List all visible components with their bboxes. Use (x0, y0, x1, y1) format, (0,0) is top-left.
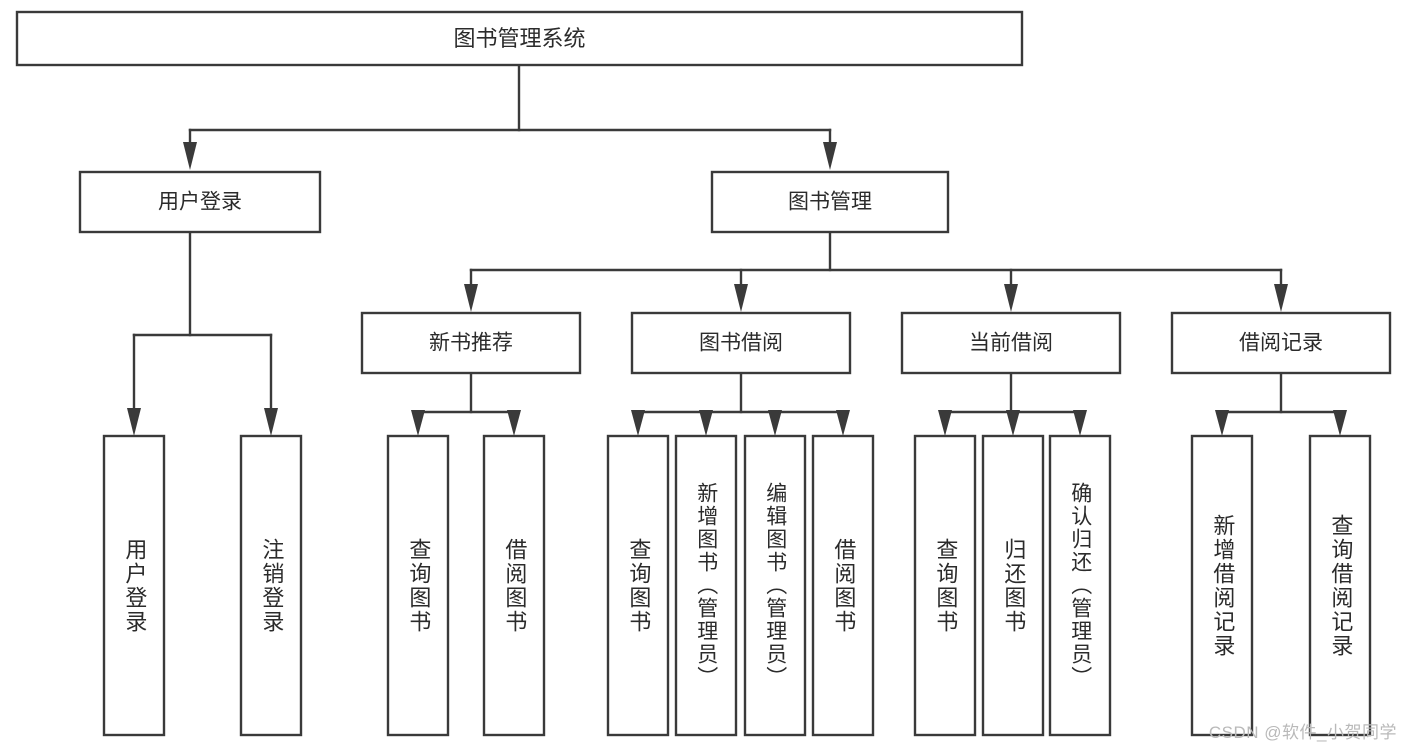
connector-group-book-borrow (631, 371, 850, 436)
arrow-cb-leaf-2 (1006, 410, 1020, 436)
connector-group-user-login (127, 230, 278, 436)
leaf-box-current-borrow-1[interactable] (913, 434, 977, 737)
arrow-cb-leaf-3 (1073, 410, 1087, 436)
arrow-to-borrow-record (1274, 284, 1288, 312)
node-book-manage-box[interactable] (710, 170, 950, 234)
arrow-user-login-leaf-2 (264, 408, 278, 436)
node-new-book-recommend-label: 新书推荐 (429, 332, 513, 355)
arrow-cb-leaf-1 (938, 410, 952, 436)
node-root-label: 图书管理系统 (453, 26, 585, 51)
leaf-box-book-borrow-1[interactable] (606, 434, 670, 737)
node-root[interactable]: 图书管理系统 (15, 10, 1024, 67)
node-new-book-recommend[interactable]: 新书推荐 (360, 311, 582, 375)
arrow-bb-leaf-1 (631, 410, 645, 436)
leaf-box-book-borrow-2[interactable] (674, 434, 738, 737)
arrow-to-current-borrow (1004, 284, 1018, 312)
connector-group-borrow-record (1215, 371, 1347, 436)
node-borrow-record-label: 借阅记录 (1239, 332, 1323, 355)
arrow-to-user-login (183, 142, 197, 170)
node-user-login[interactable]: 用户登录 (78, 170, 322, 234)
node-user-login-label: 用户登录 (158, 191, 242, 214)
connector-group-root (183, 63, 837, 170)
leaf-box-borrow-record-2[interactable] (1308, 434, 1372, 737)
arrow-to-book-borrow (734, 284, 748, 312)
arrow-bb-leaf-4 (836, 410, 850, 436)
leaf-box-book-borrow-3[interactable] (743, 434, 807, 737)
leaf-box-user-login-1[interactable] (102, 434, 166, 737)
arrow-bb-leaf-3 (768, 410, 782, 436)
node-book-borrow-box[interactable] (630, 311, 852, 375)
leaf-box-new-book-recommend-1[interactable] (386, 434, 450, 737)
node-borrow-record-box[interactable] (1170, 311, 1392, 375)
node-book-borrow[interactable]: 图书借阅 (630, 311, 852, 375)
node-current-borrow[interactable]: 当前借阅 (900, 311, 1122, 375)
node-book-manage[interactable]: 图书管理 (710, 170, 950, 234)
csdn-watermark: CSDN @软件_小贺同学 (1208, 723, 1397, 742)
arrow-br-leaf-1 (1215, 410, 1229, 436)
arrow-nbr-leaf-1 (411, 410, 425, 436)
arrow-nbr-leaf-2 (507, 410, 521, 436)
arrow-user-login-leaf-1 (127, 408, 141, 436)
node-current-borrow-label: 当前借阅 (969, 332, 1053, 355)
connector-group-new-book-recommend (411, 371, 521, 436)
node-current-borrow-box[interactable] (900, 311, 1122, 375)
leaf-box-borrow-record-1[interactable] (1190, 434, 1254, 737)
node-user-login-box[interactable] (78, 170, 322, 234)
connector-group-book-manage (464, 230, 1288, 312)
arrow-bb-leaf-2 (699, 410, 713, 436)
arrow-to-new-book-recommend (464, 284, 478, 312)
leaf-box-user-login-2[interactable] (239, 434, 303, 737)
leaf-box-current-borrow-3[interactable] (1048, 434, 1112, 737)
node-root-box[interactable] (15, 10, 1024, 67)
node-borrow-record[interactable]: 借阅记录 (1170, 311, 1392, 375)
arrow-to-book-manage (823, 142, 837, 170)
node-new-book-recommend-box[interactable] (360, 311, 582, 375)
node-book-borrow-label: 图书借阅 (699, 332, 783, 355)
leaf-box-new-book-recommend-2[interactable] (482, 434, 546, 737)
leaf-box-book-borrow-4[interactable] (811, 434, 875, 737)
connector-group-current-borrow (938, 371, 1087, 436)
node-book-manage-label: 图书管理 (788, 191, 872, 214)
arrow-br-leaf-2 (1333, 410, 1347, 436)
leaf-box-current-borrow-2[interactable] (981, 434, 1045, 737)
